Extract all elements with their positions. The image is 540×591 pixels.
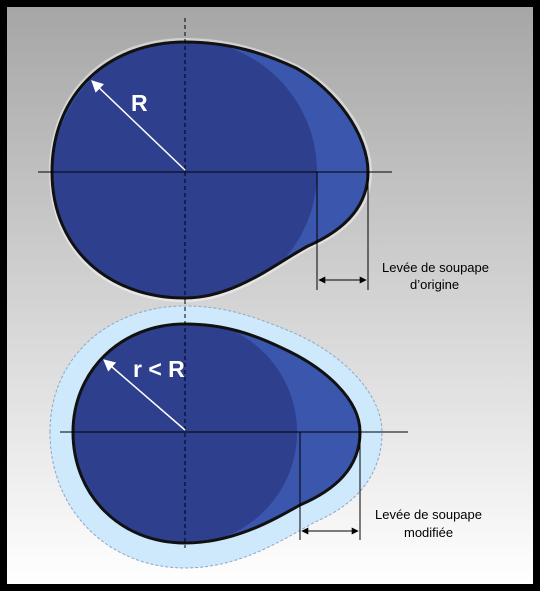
original-radius-label: R (131, 90, 148, 116)
modified-lift-label-line1: Levée de soupape (375, 507, 482, 522)
modified-lift-label-line2: modifiée (404, 525, 453, 540)
original-lift-label-line1: Levée de soupape (382, 260, 489, 275)
original-lift-label-line2: d’origine (410, 277, 459, 292)
modified-radius-arrow (103, 359, 186, 431)
modified-radius-label: r < R (133, 356, 185, 382)
original-radius-arrow (91, 80, 186, 171)
